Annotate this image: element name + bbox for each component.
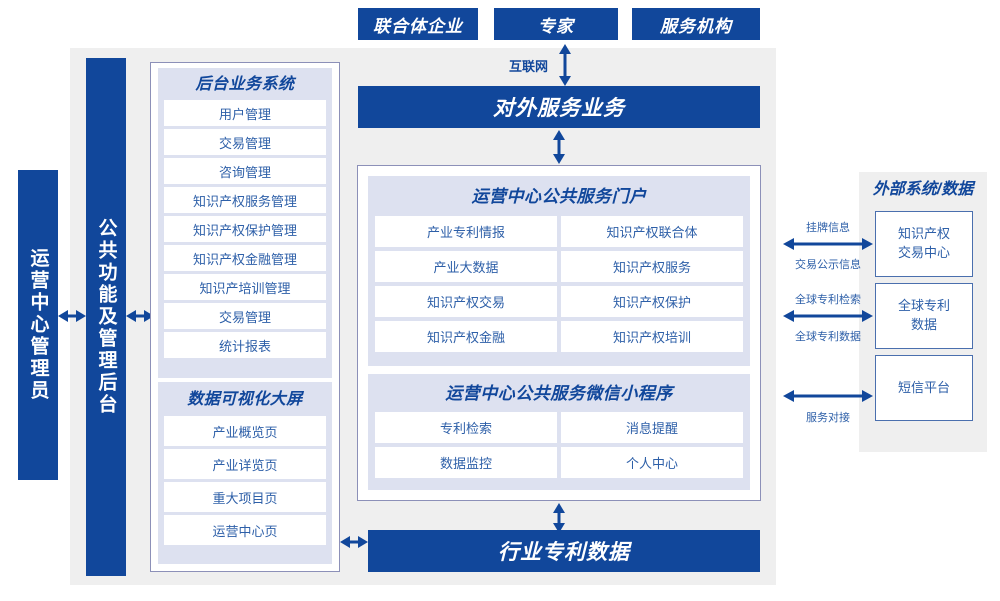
portal-title: 运营中心公共服务门户	[471, 187, 647, 206]
external-box-label: 知识产权 交易中心	[897, 226, 950, 260]
backend-item[interactable]: 知识产权保护管理	[164, 216, 326, 242]
external-box-sms-platform[interactable]: 短信平台	[875, 355, 973, 421]
portal-item[interactable]: 知识产权服务	[561, 251, 743, 282]
backend-item[interactable]: 用户管理	[164, 100, 326, 126]
industry-patent-data-bar[interactable]: 行业专利数据	[368, 530, 760, 572]
top-actor-box-1[interactable]: 专家	[494, 8, 618, 40]
role-bar-label: 公共功能及管理后台	[95, 218, 117, 416]
internet-arrow-icon	[559, 44, 571, 86]
external-box-label: 全球专利 数据	[897, 298, 950, 332]
portal-item[interactable]: 知识产权交易	[375, 286, 557, 317]
top-actor-label: 服务机构	[660, 16, 732, 36]
backend-item[interactable]: 咨询管理	[164, 158, 326, 184]
backend-item[interactable]: 知识产权金融管理	[164, 245, 326, 271]
top-actor-label: 联合体企业	[373, 16, 463, 36]
miniprogram-panel: 运营中心公共服务微信小程序 专利检索 消息提醒 数据监控 个人中心	[368, 374, 750, 490]
miniprogram-item[interactable]: 消息提醒	[561, 412, 743, 443]
dataviz-item[interactable]: 产业详览页	[164, 449, 326, 479]
backend-modules-arrow-icon	[126, 310, 154, 322]
portal-item[interactable]: 知识产权金融	[375, 321, 557, 352]
miniprogram-item[interactable]: 数据监控	[375, 447, 557, 478]
external-systems-title: 外部系统/数据	[872, 181, 974, 198]
external-connector-label-above-0: 挂牌信息	[806, 222, 850, 234]
external-service-label: 对外服务业务	[493, 97, 625, 120]
external-service-bar[interactable]: 对外服务业务	[358, 86, 760, 128]
miniprogram-item[interactable]: 专利检索	[375, 412, 557, 443]
dataviz-item[interactable]: 产业概览页	[164, 416, 326, 446]
external-box-label: 短信平台	[897, 379, 950, 395]
backend-item[interactable]: 知识产培训管理	[164, 274, 326, 300]
external-connector-label-below-0: 交易公示信息	[795, 259, 861, 271]
modules-patentdata-arrow-icon	[340, 536, 368, 548]
industry-patent-data-label: 行业专利数据	[498, 541, 630, 564]
top-actor-label: 专家	[538, 16, 574, 36]
role-bar-common-backend[interactable]: 公共功能及管理后台	[86, 58, 126, 576]
backend-system-panel: 后台业务系统 用户管理 交易管理 咨询管理 知识产权服务管理 知识产权保护管理 …	[158, 68, 332, 378]
portal-item[interactable]: 产业专利情报	[375, 216, 557, 247]
portal-item[interactable]: 知识产权联合体	[561, 216, 743, 247]
data-visualization-title: 数据可视化大屏	[187, 391, 303, 408]
portal-item[interactable]: 知识产权培训	[561, 321, 743, 352]
role-bar-label: 运营中心管理员	[27, 248, 49, 402]
top-actor-box-2[interactable]: 服务机构	[632, 8, 760, 40]
dataviz-item[interactable]: 运营中心页	[164, 515, 326, 545]
backend-item[interactable]: 知识产权服务管理	[164, 187, 326, 213]
external-box-ip-exchange[interactable]: 知识产权 交易中心	[875, 211, 973, 277]
data-visualization-panel: 数据可视化大屏 产业概览页 产业详览页 重大项目页 运营中心页	[158, 382, 332, 564]
external-connector-arrow-icon-1	[783, 310, 873, 322]
internet-label: 互联网	[508, 59, 548, 74]
admin-backend-arrow-icon	[58, 310, 86, 322]
service-to-portal-arrow-icon	[553, 130, 565, 164]
external-connector-label-above-1: 全球专利检索	[795, 294, 861, 306]
miniprogram-title: 运营中心公共服务微信小程序	[445, 384, 673, 403]
portal-item[interactable]: 产业大数据	[375, 251, 557, 282]
role-bar-operations-admin[interactable]: 运营中心管理员	[18, 170, 58, 480]
external-box-global-patent-data[interactable]: 全球专利 数据	[875, 283, 973, 349]
backend-item[interactable]: 统计报表	[164, 332, 326, 358]
portal-to-patentdata-arrow-icon	[553, 503, 565, 533]
dataviz-item[interactable]: 重大项目页	[164, 482, 326, 512]
top-actor-box-0[interactable]: 联合体企业	[358, 8, 478, 40]
external-connector-arrow-icon-0	[783, 238, 873, 250]
external-connector-label-below-1: 全球专利数据	[795, 331, 861, 343]
external-connector-label-below-2: 服务对接	[806, 412, 850, 424]
backend-item[interactable]: 交易管理	[164, 129, 326, 155]
portal-item[interactable]: 知识产权保护	[561, 286, 743, 317]
backend-item[interactable]: 交易管理	[164, 303, 326, 329]
external-connector-arrow-icon-2	[783, 390, 873, 402]
backend-system-title: 后台业务系统	[195, 76, 295, 93]
public-service-portal-panel: 运营中心公共服务门户 产业专利情报 知识产权联合体 产业大数据 知识产权服务 知…	[368, 176, 750, 366]
miniprogram-item[interactable]: 个人中心	[561, 447, 743, 478]
